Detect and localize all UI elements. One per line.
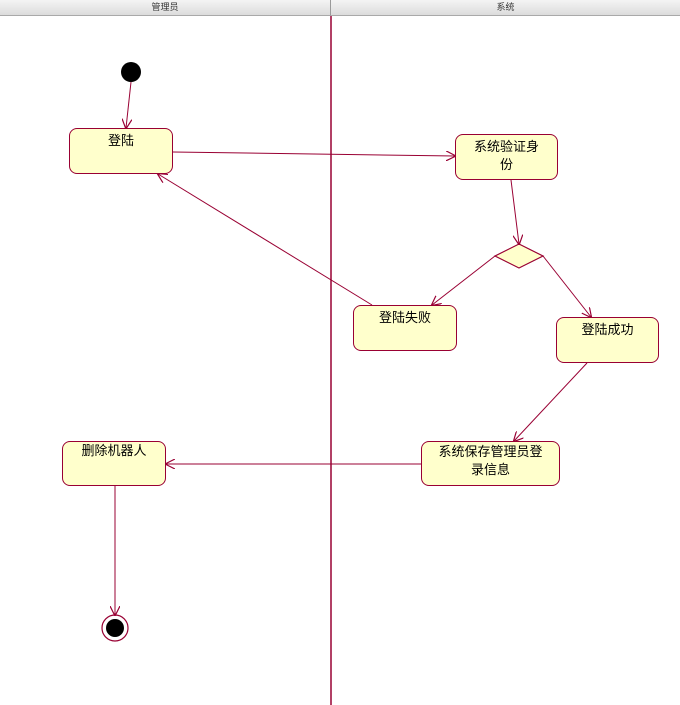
- activity-login-success: 登陆成功: [556, 317, 659, 363]
- final-node-dot: [106, 619, 124, 637]
- edge-decision-success: [542, 255, 591, 317]
- activity-save-admin-login-info: 系统保存管理员登录信息: [421, 441, 560, 486]
- swimlane-header-system: 系统: [331, 0, 680, 16]
- edge-success-save: [514, 362, 588, 441]
- activity-login: 登陆: [69, 128, 173, 174]
- edge-verify-decision: [510, 179, 519, 244]
- decision-node: [493, 243, 545, 269]
- swimlane-header-admin: 管理员: [0, 0, 331, 16]
- activity-login-failed: 登陆失败: [353, 305, 457, 351]
- activity-verify-identity: 系统验证身份: [455, 134, 558, 180]
- edge-fail-login: [158, 174, 373, 306]
- edge-decision-fail: [432, 255, 496, 305]
- edge-start-login: [126, 81, 131, 128]
- activity-delete-robot: 删除机器人: [62, 441, 166, 486]
- edge-login-verify: [172, 152, 455, 156]
- initial-node: [121, 62, 141, 82]
